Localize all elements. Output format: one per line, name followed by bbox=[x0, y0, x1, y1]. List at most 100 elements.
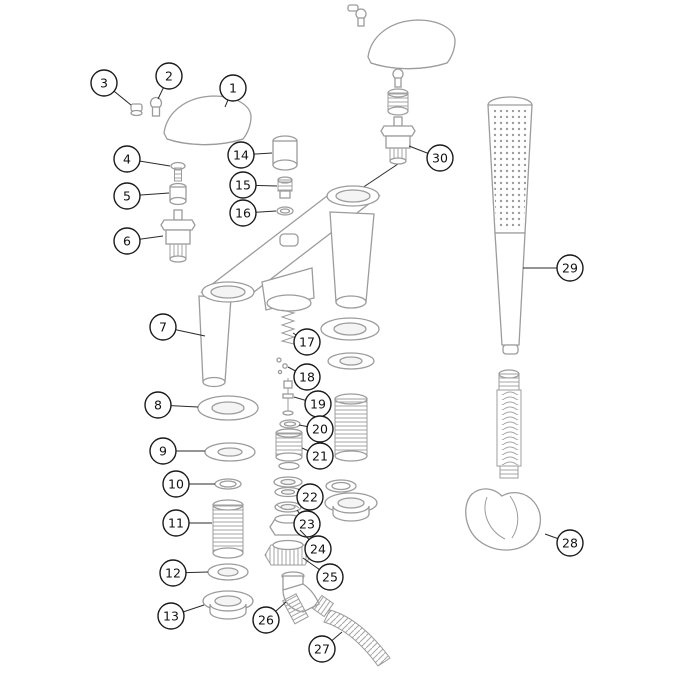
wall-bracket bbox=[465, 488, 541, 551]
callout-balloon bbox=[304, 535, 332, 563]
callout-number: 17 bbox=[299, 335, 315, 350]
diverter-spring bbox=[280, 309, 296, 345]
callout-number: 21 bbox=[312, 449, 328, 464]
callout-number: 28 bbox=[562, 536, 578, 551]
callout-number: 15 bbox=[235, 178, 251, 193]
seal-washers bbox=[273, 476, 303, 498]
callout-9: 9 bbox=[149, 437, 205, 465]
callout-number: 30 bbox=[432, 151, 448, 166]
cover-flange-right bbox=[320, 317, 380, 341]
o-ring-diverter bbox=[279, 419, 301, 429]
callout-balloon bbox=[306, 415, 334, 443]
callout-balloon bbox=[229, 199, 257, 227]
shower-hose-section bbox=[496, 369, 522, 479]
slotted-ring bbox=[274, 501, 302, 513]
callout-22: 22 bbox=[296, 483, 324, 511]
callout-number: 9 bbox=[159, 444, 167, 459]
callout-number: 6 bbox=[123, 234, 131, 249]
callout-number: 5 bbox=[123, 189, 131, 204]
callout-number: 1 bbox=[229, 81, 237, 96]
callout-balloon bbox=[144, 391, 172, 419]
callout-balloon bbox=[219, 74, 247, 102]
tap-handle-left bbox=[163, 95, 252, 146]
hose-coupling-nut bbox=[311, 594, 335, 618]
callout-5: 5 bbox=[113, 182, 170, 210]
callout-15: 15 bbox=[229, 171, 278, 199]
callout-27: 27 bbox=[308, 631, 343, 663]
callout-balloon bbox=[227, 141, 255, 169]
callout-balloon bbox=[162, 470, 190, 498]
callout-13: 13 bbox=[157, 602, 205, 630]
callout-number: 10 bbox=[168, 477, 184, 492]
callout-30: 30 bbox=[408, 144, 454, 172]
callout-17: 17 bbox=[292, 328, 321, 356]
callout-20: 20 bbox=[298, 415, 334, 443]
callout-balloon bbox=[162, 509, 190, 537]
diverter-fitting bbox=[277, 176, 293, 199]
callout-balloon bbox=[155, 62, 183, 90]
callout-23: 23 bbox=[293, 509, 321, 538]
callout-number: 20 bbox=[312, 422, 328, 437]
callout-3: 3 bbox=[90, 69, 132, 106]
cartridge-adapter bbox=[387, 88, 409, 116]
threaded-shank-left bbox=[212, 499, 244, 559]
callout-balloon bbox=[149, 313, 177, 341]
o-ring-small bbox=[276, 206, 294, 216]
callout-balloon bbox=[426, 144, 454, 172]
diverter-cylinder bbox=[275, 428, 303, 471]
callout-16: 16 bbox=[229, 199, 277, 227]
callout-2: 2 bbox=[155, 62, 183, 100]
callout-balloon bbox=[316, 563, 344, 591]
callout-balloon bbox=[556, 254, 584, 282]
callout-balloon bbox=[308, 635, 336, 663]
callout-11: 11 bbox=[162, 509, 212, 537]
callout-1: 1 bbox=[219, 74, 247, 108]
callout-number: 12 bbox=[165, 566, 181, 581]
callout-19: 19 bbox=[293, 390, 332, 418]
backnut-left bbox=[202, 590, 254, 620]
callout-balloon bbox=[293, 363, 321, 391]
callout-7: 7 bbox=[149, 313, 206, 341]
callout-number: 18 bbox=[299, 370, 315, 385]
callout-number: 19 bbox=[310, 397, 326, 412]
callout-number: 14 bbox=[233, 148, 249, 163]
callout-4: 4 bbox=[113, 145, 171, 173]
callout-balloon bbox=[306, 442, 334, 470]
callout-26: 26 bbox=[252, 601, 287, 634]
handle-grub-screw-left bbox=[149, 96, 163, 117]
callout-balloon bbox=[252, 606, 280, 634]
diverter-rod bbox=[282, 378, 294, 416]
valve-cartridge-left bbox=[160, 209, 196, 263]
callout-balloon bbox=[556, 529, 584, 557]
backnut-right bbox=[324, 492, 378, 522]
callout-number: 8 bbox=[154, 398, 162, 413]
callout-number: 4 bbox=[123, 152, 131, 167]
callout-balloon bbox=[296, 483, 324, 511]
callout-29: 29 bbox=[523, 254, 584, 282]
callout-12: 12 bbox=[159, 559, 209, 587]
callout-number: 11 bbox=[168, 516, 184, 531]
callout-number: 2 bbox=[165, 69, 173, 84]
callout-number: 24 bbox=[310, 542, 326, 557]
threaded-shank-right bbox=[334, 393, 368, 462]
base-washer-right bbox=[327, 352, 375, 370]
shower-handset bbox=[487, 96, 533, 355]
callout-number: 29 bbox=[562, 261, 578, 276]
callout-layer: 1234567891011121314151617181920212223242… bbox=[90, 62, 584, 663]
knurled-nut bbox=[264, 539, 312, 566]
callout-6: 6 bbox=[113, 227, 164, 255]
callout-10: 10 bbox=[162, 470, 215, 498]
callout-number: 13 bbox=[163, 609, 179, 624]
callout-24: 24 bbox=[299, 529, 332, 563]
callout-balloon bbox=[159, 559, 187, 587]
screw-cover-nut bbox=[130, 103, 143, 117]
callout-18: 18 bbox=[287, 363, 321, 391]
handle-grub-screw-right bbox=[392, 68, 404, 88]
callout-balloon bbox=[157, 602, 185, 630]
check-balls bbox=[276, 357, 288, 375]
valve-cartridge-right bbox=[380, 116, 416, 165]
spacer-bush bbox=[169, 182, 187, 206]
base-washer bbox=[204, 442, 256, 462]
